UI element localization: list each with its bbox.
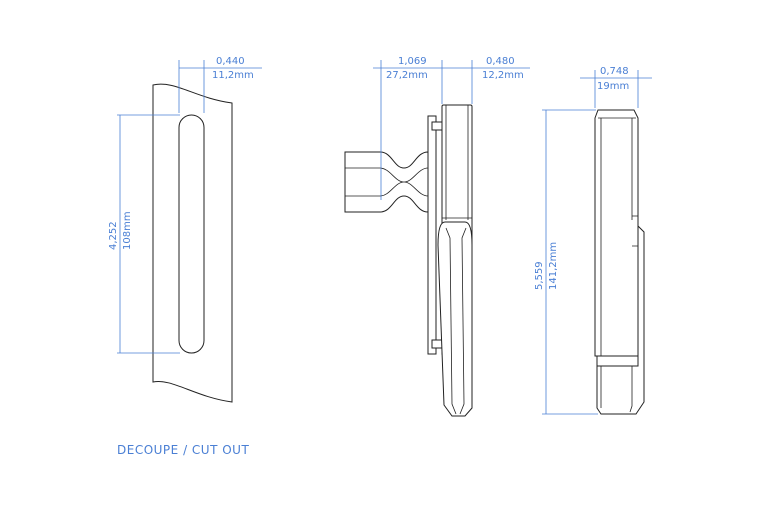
- side-base-cap-bottom: [431, 339, 443, 349]
- front-lever-bottom: [600, 366, 633, 413]
- cutout-width-mm: 11,2mm: [212, 70, 254, 81]
- front-width-mm: 19mm: [597, 81, 629, 92]
- cutout-height-dimension: 4,252 108mm: [108, 114, 180, 354]
- cutout-caption: DECOUPE / CUT OUT: [117, 443, 249, 457]
- cutout-height-mm: 108mm: [122, 211, 133, 250]
- side-base-plate: [427, 115, 437, 355]
- side-depth-mm: 12,2mm: [482, 70, 524, 81]
- front-body: [594, 109, 639, 357]
- side-base-cap-top: [431, 121, 443, 131]
- side-offset-inches: 1,069: [398, 56, 427, 67]
- front-height-inches: 5,559: [534, 261, 545, 290]
- front-width-dimension: 0,748 19mm: [580, 66, 652, 108]
- side-depth-dimension: 0,480 12,2mm: [442, 56, 530, 104]
- front-height-dimension: 5,559 141,2mm: [534, 109, 598, 415]
- side-handle-edge: [445, 227, 457, 415]
- front-lever-tip: [596, 355, 639, 367]
- side-offset-dimension: 1,069 27,2mm: [373, 56, 443, 200]
- front-width-inches: 0,748: [600, 66, 629, 77]
- side-spindle-groove-right: [403, 167, 429, 197]
- side-spindle: [344, 151, 429, 213]
- cutout-width-inches: 0,440: [216, 56, 245, 67]
- side-offset-mm: 27,2mm: [386, 70, 428, 81]
- cutout-view: 0,440 11,2mm 4,252 108mm: [108, 56, 262, 403]
- cutout-width-dimension: 0,440 11,2mm: [178, 56, 262, 113]
- cutout-slot: [178, 114, 205, 354]
- side-handle: [437, 221, 473, 417]
- front-view: 0,748 19mm 5,559 141,2mm: [534, 66, 652, 415]
- side-view: 1,069 27,2mm 0,480 12,2mm: [344, 56, 530, 417]
- cutout-height-inches: 4,252: [108, 221, 119, 250]
- side-depth-inches: 0,480: [486, 56, 515, 67]
- front-lever-notch: [632, 215, 638, 247]
- front-height-mm: 141,2mm: [548, 242, 559, 290]
- side-spindle-groove: [345, 167, 405, 197]
- side-handle-edge-right: [459, 227, 467, 415]
